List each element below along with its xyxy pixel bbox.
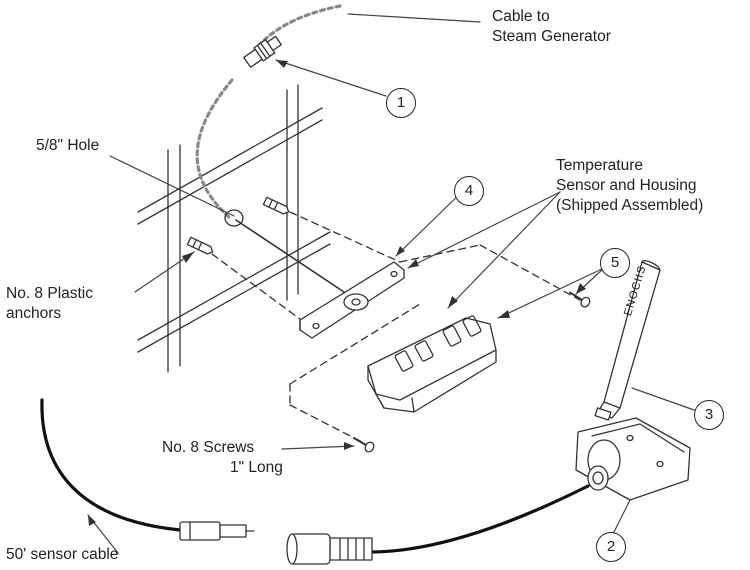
sealant-tube (594, 260, 661, 421)
label-sensor-line-3: (Shipped Assembled) (556, 197, 704, 214)
label-screws: No. 8 Screws 1" Long (162, 438, 283, 478)
label-screws-line-1: No. 8 Screws (162, 439, 255, 456)
bulkhead-connector (575, 417, 691, 501)
inline-connector (243, 35, 282, 68)
wall-grid (137, 84, 331, 373)
callout-1: 1 (386, 88, 416, 118)
wall-hole (224, 209, 244, 227)
leader-lines (87, 13, 695, 554)
plastic-anchor-lower (186, 236, 214, 255)
sensor-housing (367, 315, 497, 413)
alignment-dashes (211, 211, 581, 443)
screw-lower (352, 437, 375, 453)
label-cable-to-generator: Cable to Steam Generator (492, 7, 611, 47)
screw-upper (569, 291, 591, 308)
callout-5: 5 (600, 248, 630, 278)
mounting-plate (299, 261, 405, 339)
label-sensor-cable: 50' sensor cable (6, 546, 119, 563)
bulkhead-cable (368, 484, 590, 554)
callout-2: 2 (596, 532, 626, 562)
label-screws-line-2: 1" Long (230, 459, 283, 476)
cable-plug (286, 533, 373, 565)
label-sensor-housing: Temperature Sensor and Housing (Shipped … (556, 156, 703, 216)
label-anchors-line-2: anchors (6, 305, 62, 322)
plastic-anchor-upper (262, 196, 290, 215)
label-sensor-line-1: Temperature (556, 157, 644, 174)
label-anchors-line-1: No. 8 Plastic (6, 285, 94, 302)
label-cable-line-1: Cable to (492, 8, 550, 25)
hole-leader (235, 219, 351, 297)
label-sensor-line-2: Sensor and Housing (556, 177, 697, 194)
label-cable-line-2: Steam Generator (492, 28, 611, 45)
sensor-cable-plug (179, 521, 255, 541)
sensor-cable (40, 398, 182, 532)
callout-4: 4 (454, 176, 484, 206)
arrowheads (88, 60, 586, 526)
callout-3: 3 (694, 400, 724, 430)
label-hole: 5/8" Hole (36, 137, 100, 154)
label-anchors: No. 8 Plastic anchors (6, 284, 93, 324)
cable-through-wall-path (195, 78, 234, 220)
